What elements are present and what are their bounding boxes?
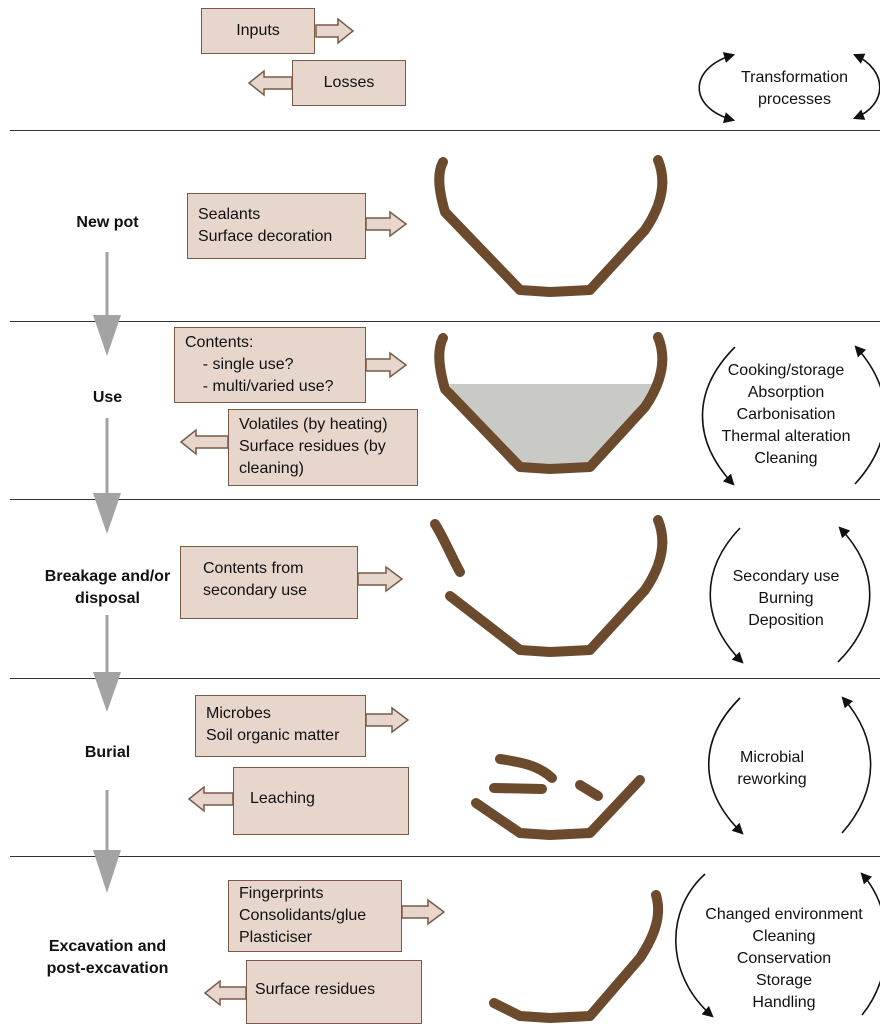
curved-arrow-right	[837, 526, 871, 663]
curved-arrow-left	[709, 527, 744, 664]
curved-arrow-left	[707, 697, 744, 835]
curved-arrow-left	[675, 873, 714, 1018]
loss-arrow	[179, 428, 229, 456]
pot-new	[434, 155, 668, 297]
pot-shard	[430, 519, 465, 577]
legend-inputs-label: Inputs	[236, 22, 280, 39]
input-arrow	[365, 706, 410, 734]
stage-use: Use	[92, 389, 123, 406]
stage-arrow	[93, 493, 121, 534]
curved-arrow-right	[860, 872, 880, 1016]
losses-box: Volatiles (by heating) Surface residues …	[228, 409, 418, 486]
process-list: Microbial reworking	[737, 749, 807, 788]
stage-burial: Burial	[84, 744, 131, 761]
section-divider	[10, 130, 880, 131]
loss-arrow	[247, 69, 293, 97]
input-arrow	[365, 351, 408, 379]
losses-box: Surface residues	[246, 960, 422, 1024]
pot-broken	[445, 515, 668, 657]
pot-use	[434, 332, 668, 474]
section-divider	[10, 856, 880, 857]
sherd	[495, 754, 557, 783]
process-list: Cooking/storage Absorption Carbonisation…	[721, 362, 851, 467]
stage-arrow	[93, 850, 121, 893]
curved-arrow-right	[841, 696, 872, 834]
inputs-box: Contents from secondary use	[180, 546, 358, 619]
section-divider	[10, 499, 880, 500]
curved-arrow-left	[701, 346, 736, 486]
stage-new-pot: New pot	[76, 214, 139, 231]
inputs-box: Sealants Surface decoration	[187, 193, 366, 259]
inputs-box: Fingerprints Consolidants/glue Plasticis…	[228, 880, 402, 952]
stage-breakage: Breakage and/or disposal	[44, 568, 171, 607]
legend-losses-label: Losses	[323, 74, 375, 91]
sherd	[489, 783, 547, 794]
legend-inputs-box: Inputs	[201, 8, 315, 54]
input-arrow	[357, 565, 404, 593]
input-arrow	[315, 17, 355, 45]
sherd	[471, 775, 645, 840]
process-list: Secondary use Burning Deposition	[732, 568, 840, 629]
stage-excavation: Excavation and post-excavation	[46, 938, 169, 977]
stage-arrow	[93, 315, 121, 356]
curved-arrow-right	[854, 345, 880, 485]
loss-arrow	[187, 785, 234, 813]
pot-fragment	[489, 890, 664, 1023]
input-arrow	[365, 210, 408, 238]
process-list: Changed environment Cleaning Conservatio…	[705, 906, 863, 1011]
curved-arrow-left	[698, 52, 736, 124]
loss-arrow	[203, 979, 247, 1007]
input-arrow	[401, 898, 446, 926]
section-divider	[10, 678, 880, 679]
legend-losses-box: Losses	[292, 60, 406, 106]
stage-arrow	[93, 672, 121, 712]
losses-box: Leaching	[233, 767, 409, 835]
section-divider	[10, 321, 880, 322]
inputs-box: Contents: - single use? - multi/varied u…	[174, 327, 366, 403]
sherd	[575, 780, 603, 801]
inputs-box: Microbes Soil organic matter	[195, 695, 366, 757]
legend-transformation-label: Transformation processes	[741, 69, 848, 108]
